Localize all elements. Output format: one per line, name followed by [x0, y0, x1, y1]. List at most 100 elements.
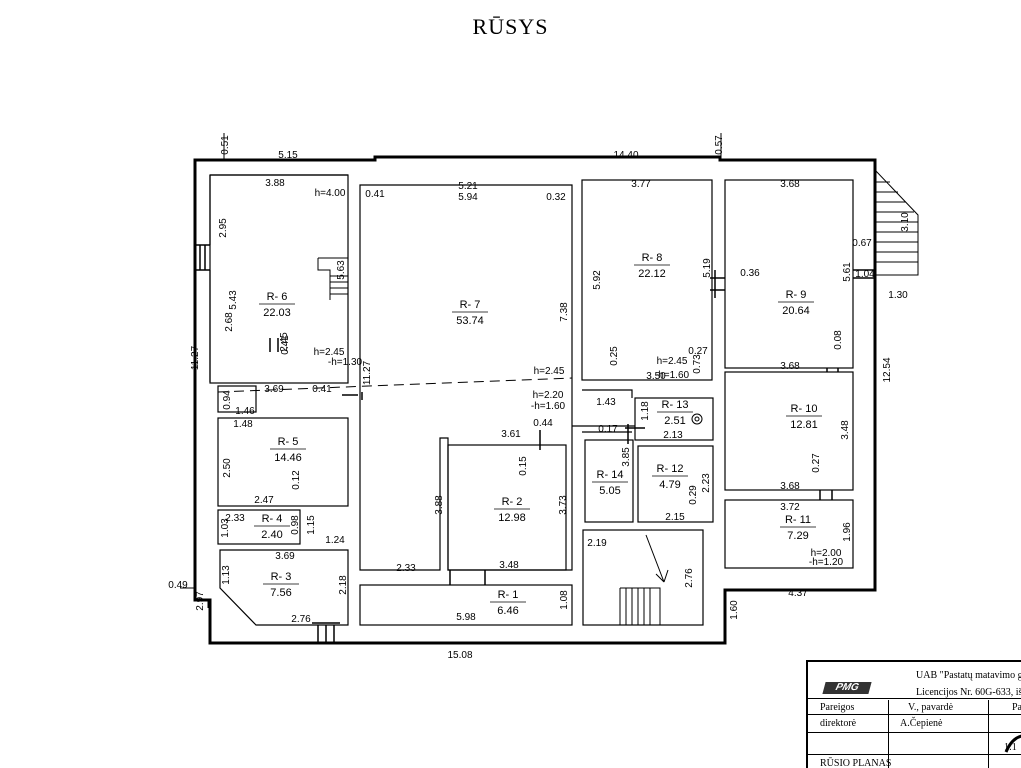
dimension-label: 0.36	[740, 268, 760, 279]
dimension-label: 11.27	[190, 345, 201, 370]
dimension-label: 0.73	[692, 354, 703, 374]
extension-lines	[180, 133, 722, 608]
drawing-name: RŪSIO PLANAS	[820, 758, 892, 768]
signature-mark	[1004, 734, 1021, 753]
wall-stair-room	[582, 529, 704, 626]
dimension-label: 1.24	[325, 535, 345, 546]
dimension-label: 0.57	[714, 135, 725, 155]
outer-wall	[193, 155, 877, 645]
dimension-label: 0.67	[852, 238, 872, 249]
dimension-label: 5.92	[592, 270, 603, 290]
dimension-label: h=2.45	[534, 366, 565, 377]
room-label: R- 5	[278, 436, 299, 448]
room-area: 5.05	[599, 485, 620, 497]
dimension-label: 3.61	[501, 429, 521, 440]
dimension-label: 1.15	[306, 515, 317, 535]
dimension-label: 3.68	[780, 179, 800, 190]
dimension-label: 3.88	[265, 178, 285, 189]
dimension-label: 0.15	[518, 456, 529, 476]
dimension-label: 0.25	[609, 346, 620, 366]
dimension-label: 1.60	[729, 600, 740, 620]
dimension-label: 7.38	[559, 302, 570, 322]
room-area: 2.51	[664, 415, 685, 427]
room-label: R- 10	[791, 403, 818, 415]
dimension-label: 5.98	[456, 612, 476, 623]
dimension-label: 2.68	[224, 312, 235, 332]
dimension-label: 1.03	[220, 518, 231, 538]
room-area: 7.29	[787, 530, 808, 542]
wall-r8	[581, 179, 713, 381]
title-block-vline	[988, 700, 989, 768]
room-label: R- 9	[786, 289, 807, 301]
page-title: RŪSYS	[472, 14, 549, 39]
dimension-label: 5.21	[458, 181, 478, 192]
room-area: 53.74	[456, 315, 484, 327]
dimension-label: 0.94	[222, 390, 233, 410]
wall-r5	[217, 417, 349, 507]
dimension-label: 3.85	[621, 447, 632, 467]
dimension-label: 5.43	[228, 290, 239, 310]
title-block-divider	[808, 754, 1021, 755]
dimension-label: 0.32	[546, 192, 566, 203]
dimension-label: 1.43	[596, 397, 616, 408]
dimension-label: 1.18	[640, 401, 651, 421]
wall-r5-niche	[217, 385, 257, 413]
wall-r12	[637, 445, 714, 523]
dimension-label: 3.10	[900, 212, 911, 232]
wall-r10	[724, 371, 854, 491]
dimension-label: 2.23	[701, 473, 712, 493]
position-header: Pareigos	[820, 702, 855, 713]
dimension-label: 5.94	[458, 192, 478, 203]
dimension-label: 2.33	[396, 563, 416, 574]
room-area: 6.46	[497, 605, 518, 617]
position-value: direktorė	[820, 718, 857, 729]
dimension-label: 0.98	[290, 515, 301, 535]
title-block-divider	[808, 698, 1021, 699]
title-block: UAB "Pastatų matavimo g PMG Licencijos N…	[806, 660, 1021, 768]
dimension-label: 0.27	[811, 453, 822, 473]
room-label: R- 3	[271, 571, 292, 583]
room-label: R- 4	[262, 513, 283, 525]
dimension-label: 3.48	[840, 420, 851, 440]
dimension-label: 1.46	[235, 406, 255, 417]
wall-r1	[359, 584, 573, 626]
dimension-label: 3.68	[780, 481, 800, 492]
room-label: R- 11	[785, 514, 811, 526]
stair-main	[619, 534, 669, 625]
dimension-label: 0.44	[533, 418, 553, 429]
room-area: 20.64	[782, 305, 810, 317]
dimension-label: 2.45	[279, 332, 290, 352]
wall-r9	[724, 179, 854, 369]
wall-r14	[584, 439, 634, 523]
dimension-label: h=2.45	[657, 356, 688, 367]
dimension-label: h=2.20	[533, 390, 564, 401]
sign-header: Pa	[1012, 702, 1021, 713]
dimension-label: 1.13	[221, 565, 232, 585]
wall-r2	[447, 444, 567, 571]
wall-openings	[195, 244, 875, 644]
dimension-label: 2.19	[587, 538, 607, 549]
dimension-label: 3.73	[558, 495, 569, 515]
company-logo: PMG	[822, 682, 872, 694]
dimension-label: -h=1.20	[809, 557, 844, 568]
title-block-divider	[808, 714, 1021, 715]
dimension-label: 12.54	[882, 357, 893, 382]
room-label: R- 13	[662, 399, 689, 411]
dimension-label: 14.40	[613, 150, 638, 161]
dimension-label: 1.48	[233, 419, 253, 430]
dimension-label: 2.97	[195, 591, 206, 611]
wall-r3	[219, 549, 349, 626]
dimension-label: 1.96	[842, 522, 853, 542]
dimension-label: 0.41	[280, 335, 291, 355]
dimension-label: 1.30	[888, 290, 908, 301]
title-block-divider	[808, 732, 1021, 733]
title-block-vline	[888, 700, 889, 768]
room-area: 14.46	[274, 452, 302, 464]
dimension-label: 2.50	[222, 458, 233, 478]
room-area: 2.40	[261, 529, 282, 541]
room-label: R- 12	[657, 463, 684, 475]
room-area: 4.79	[659, 479, 680, 491]
room-label: R- 14	[597, 469, 624, 481]
stair-exterior	[874, 169, 919, 276]
